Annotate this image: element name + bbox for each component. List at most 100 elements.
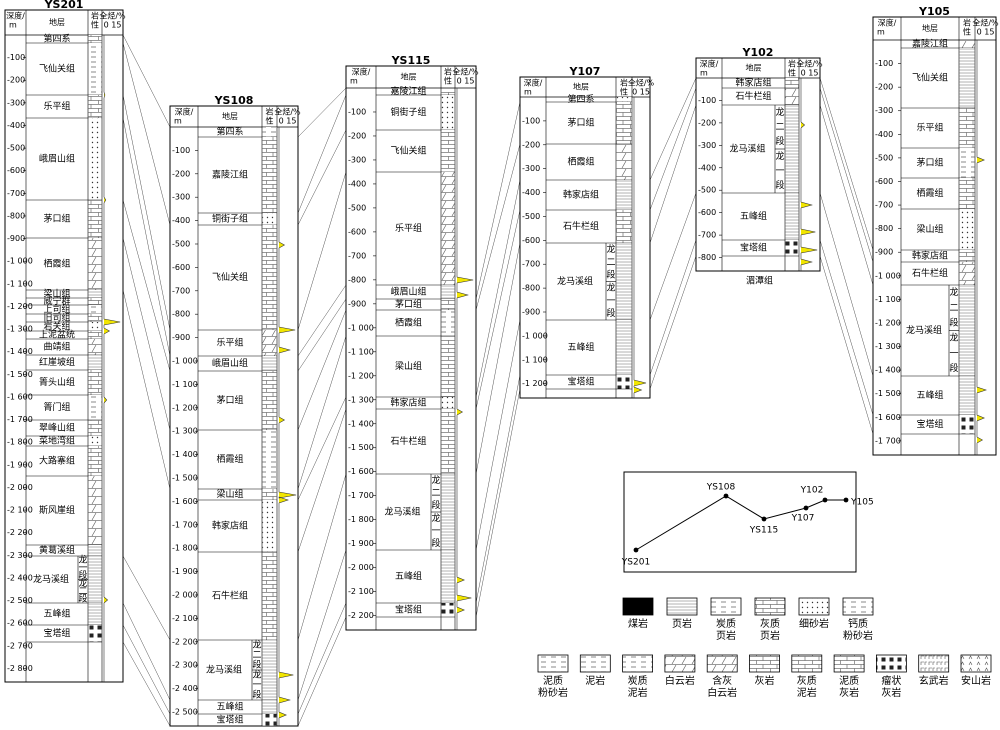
formation-label: 石牛栏组 [735, 90, 771, 102]
header-lithology: 岩 [963, 18, 971, 28]
legend-label: 炭质 [716, 618, 736, 630]
header-strata: 地层 [922, 23, 938, 33]
header-lithology: 性 [91, 20, 99, 30]
formation-label: 石牛栏组 [912, 267, 948, 279]
lithology-fill [616, 144, 632, 180]
lithology-fill [616, 210, 632, 243]
member-label: 一 [606, 296, 615, 306]
total-hydrocarbon-curve [103, 35, 121, 682]
depth-tick-label: -600 [172, 263, 190, 272]
depth-tick-label: -1 300 [875, 342, 901, 351]
formation-label: 峨眉山组 [212, 357, 248, 369]
depth-tick-label: -2 100 [172, 614, 198, 623]
lithology-fill [88, 290, 102, 298]
formation-label: 茅口组 [216, 394, 243, 406]
formation-label: 飞仙关组 [39, 63, 75, 75]
lithology-fill [959, 178, 975, 209]
depth-tick-label: -1 200 [522, 379, 548, 388]
formation-label: 茅口组 [395, 298, 422, 310]
formation-label: 岩关组 [43, 320, 70, 332]
depth-tick-label: -1 500 [7, 370, 33, 379]
total-hydrocarbon-curve [800, 78, 818, 271]
well-location-dot [822, 497, 828, 503]
formation-label: 韩家店组 [735, 77, 771, 89]
depth-tick-label: -1 000 [348, 323, 374, 332]
correlation-line [297, 396, 347, 501]
formation-label: 栖霞组 [395, 317, 422, 329]
correlation-line [122, 555, 171, 641]
lithology-fill [262, 500, 277, 552]
formation-label: 曲靖组 [43, 341, 70, 353]
formation-label: 威宁群 [43, 295, 70, 307]
well-name: YS201 [44, 0, 84, 11]
lithology-fill [785, 105, 799, 193]
member-label: 龙 [606, 281, 615, 293]
legend-swatch [666, 597, 698, 616]
lithology-fill [262, 714, 277, 726]
legend-label: 灰岩 [881, 686, 901, 699]
legend-item-shale: 页岩 [666, 597, 698, 630]
legend-label: 粉砂岩 [843, 629, 873, 642]
member-label: 二 [949, 303, 958, 313]
depth-tick-label: -1 300 [172, 427, 198, 436]
depth-tick-label: -100 [875, 59, 893, 68]
column-frame [872, 16, 997, 456]
legend-label: 泥岩 [797, 686, 817, 699]
correlation-line [122, 641, 171, 727]
lithology-fill [441, 88, 455, 95]
depth-tick-label: -1 500 [348, 443, 374, 452]
depth-tick-label: -500 [348, 203, 366, 212]
legend-swatch [918, 654, 950, 673]
depth-tick-label: -900 [875, 248, 893, 257]
header-lithology: 岩 [620, 78, 628, 88]
formation-label: 旧司组 [43, 312, 70, 324]
formation-label: 五峰组 [395, 570, 422, 582]
lithology-fill [616, 180, 632, 210]
legend-item-andesite: 安山岩 [960, 654, 992, 687]
lithology-fill [441, 172, 455, 285]
header-strata: 地层 [401, 72, 417, 82]
depth-tick-label: -300 [875, 106, 893, 115]
depth-tick-label: -500 [172, 239, 190, 248]
total-hydrocarbon-curve [456, 88, 474, 630]
depth-tick-label: -800 [7, 211, 25, 220]
lithology-fill [262, 225, 277, 330]
lithology-fill [959, 285, 975, 376]
lithology-fill [959, 209, 975, 250]
correlation-line [475, 101, 521, 300]
formation-label: 箐门组 [43, 401, 70, 413]
lithology-fill [616, 102, 632, 144]
well-location-dot [633, 547, 639, 553]
member-label: 龙 [78, 553, 87, 565]
depth-tick-label: -2 000 [172, 590, 198, 599]
total-hydrocarbon-curve [278, 127, 297, 726]
correlation-line [297, 309, 347, 431]
depth-tick-label: -900 [348, 299, 366, 308]
formation-label: 茅口组 [916, 157, 943, 169]
depth-tick-label: -200 [7, 76, 25, 85]
correlation-line [297, 408, 347, 553]
lithology-fill [441, 397, 455, 409]
depth-tick-label: -1 900 [348, 539, 374, 548]
correlation-line [122, 94, 171, 331]
depth-tick-label: -1 500 [172, 473, 198, 482]
legend-item-limestone: 灰岩 [749, 654, 780, 687]
depth-tick-label: -1 800 [7, 438, 33, 447]
lithology-fill [88, 95, 102, 118]
correlation-line [475, 209, 521, 410]
legend-item-coal: 煤岩 [622, 597, 654, 630]
depth-tick-label: -1 200 [7, 302, 33, 311]
depth-tick-label: -1 400 [7, 347, 33, 356]
lithology-fill [88, 118, 102, 200]
depth-tick-label: -1 400 [875, 366, 901, 375]
depth-tick-label: -1 200 [348, 371, 374, 380]
well-name: YS108 [214, 94, 254, 107]
correlation-line [649, 255, 697, 390]
depth-tick-label: -1 300 [7, 325, 33, 334]
column-frame [695, 57, 821, 272]
formation-label: 第四系 [567, 93, 594, 105]
